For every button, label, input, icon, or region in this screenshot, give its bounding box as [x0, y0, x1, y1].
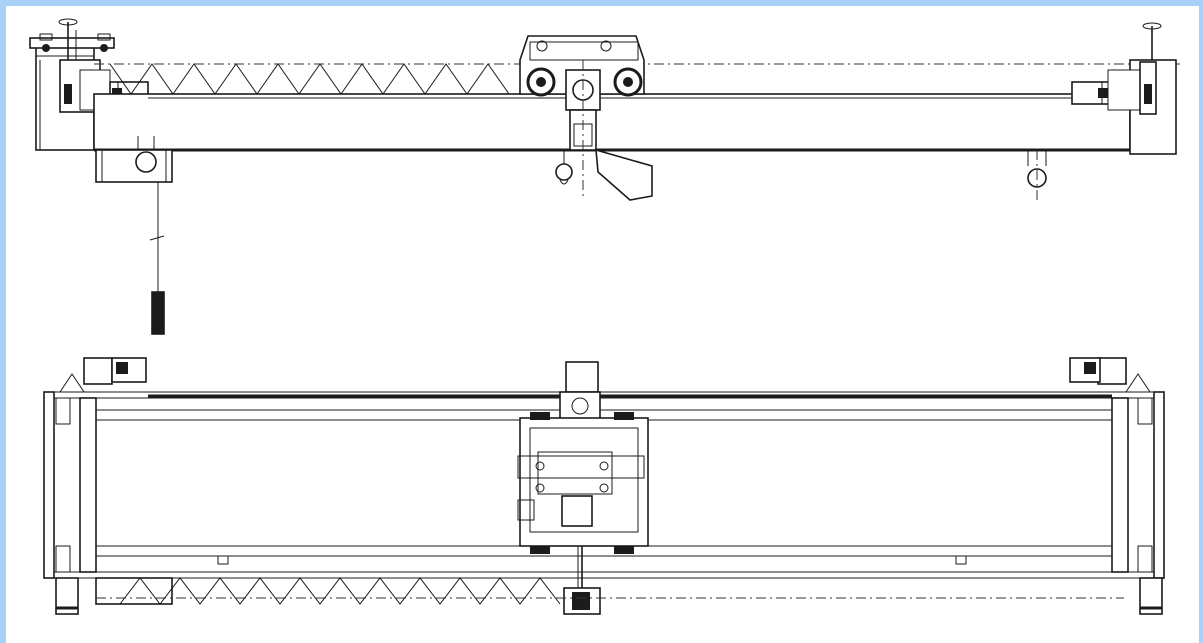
plan-top-rail [43, 391, 1165, 421]
plan-right-end [1069, 357, 1165, 615]
hoist-trolley [519, 35, 645, 200]
crane-technical-drawing [29, 18, 1180, 615]
elevation-view [29, 18, 1180, 335]
plan-bottom-rail [43, 545, 1165, 579]
right-end-carriage [1107, 22, 1177, 155]
plan-left-end [43, 357, 147, 615]
plan-view [43, 357, 1165, 615]
left-hook-pendant [135, 136, 165, 335]
main-girder [93, 93, 1131, 183]
right-crane-motor [1071, 81, 1111, 105]
plan-festoon-cable [95, 555, 1124, 605]
left-end-carriage [29, 18, 115, 151]
plan-trolley [517, 361, 649, 615]
trolley-hook [555, 148, 653, 201]
right-hook [1027, 150, 1047, 204]
